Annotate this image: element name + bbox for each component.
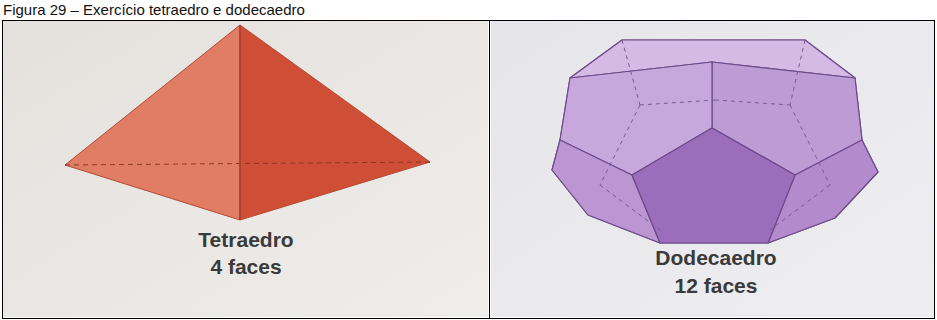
face-count: 4 faces: [210, 254, 281, 279]
shape-name: Tetraedro: [198, 227, 293, 252]
photo-ground: [3, 21, 488, 317]
figure-cell: Dodecaedro 12 faces: [489, 20, 935, 319]
tetrahedron: [65, 25, 430, 220]
shape-name: Dodecaedro: [655, 245, 776, 270]
dodecahedron: [552, 40, 878, 243]
figure-title: Figura 29 – Exercício tetraedro e dodeca…: [3, 1, 305, 18]
face-count: 12 faces: [675, 273, 758, 298]
photo-ground: [491, 21, 934, 317]
figure-cell: Tetraedro4 faces: [2, 20, 490, 319]
